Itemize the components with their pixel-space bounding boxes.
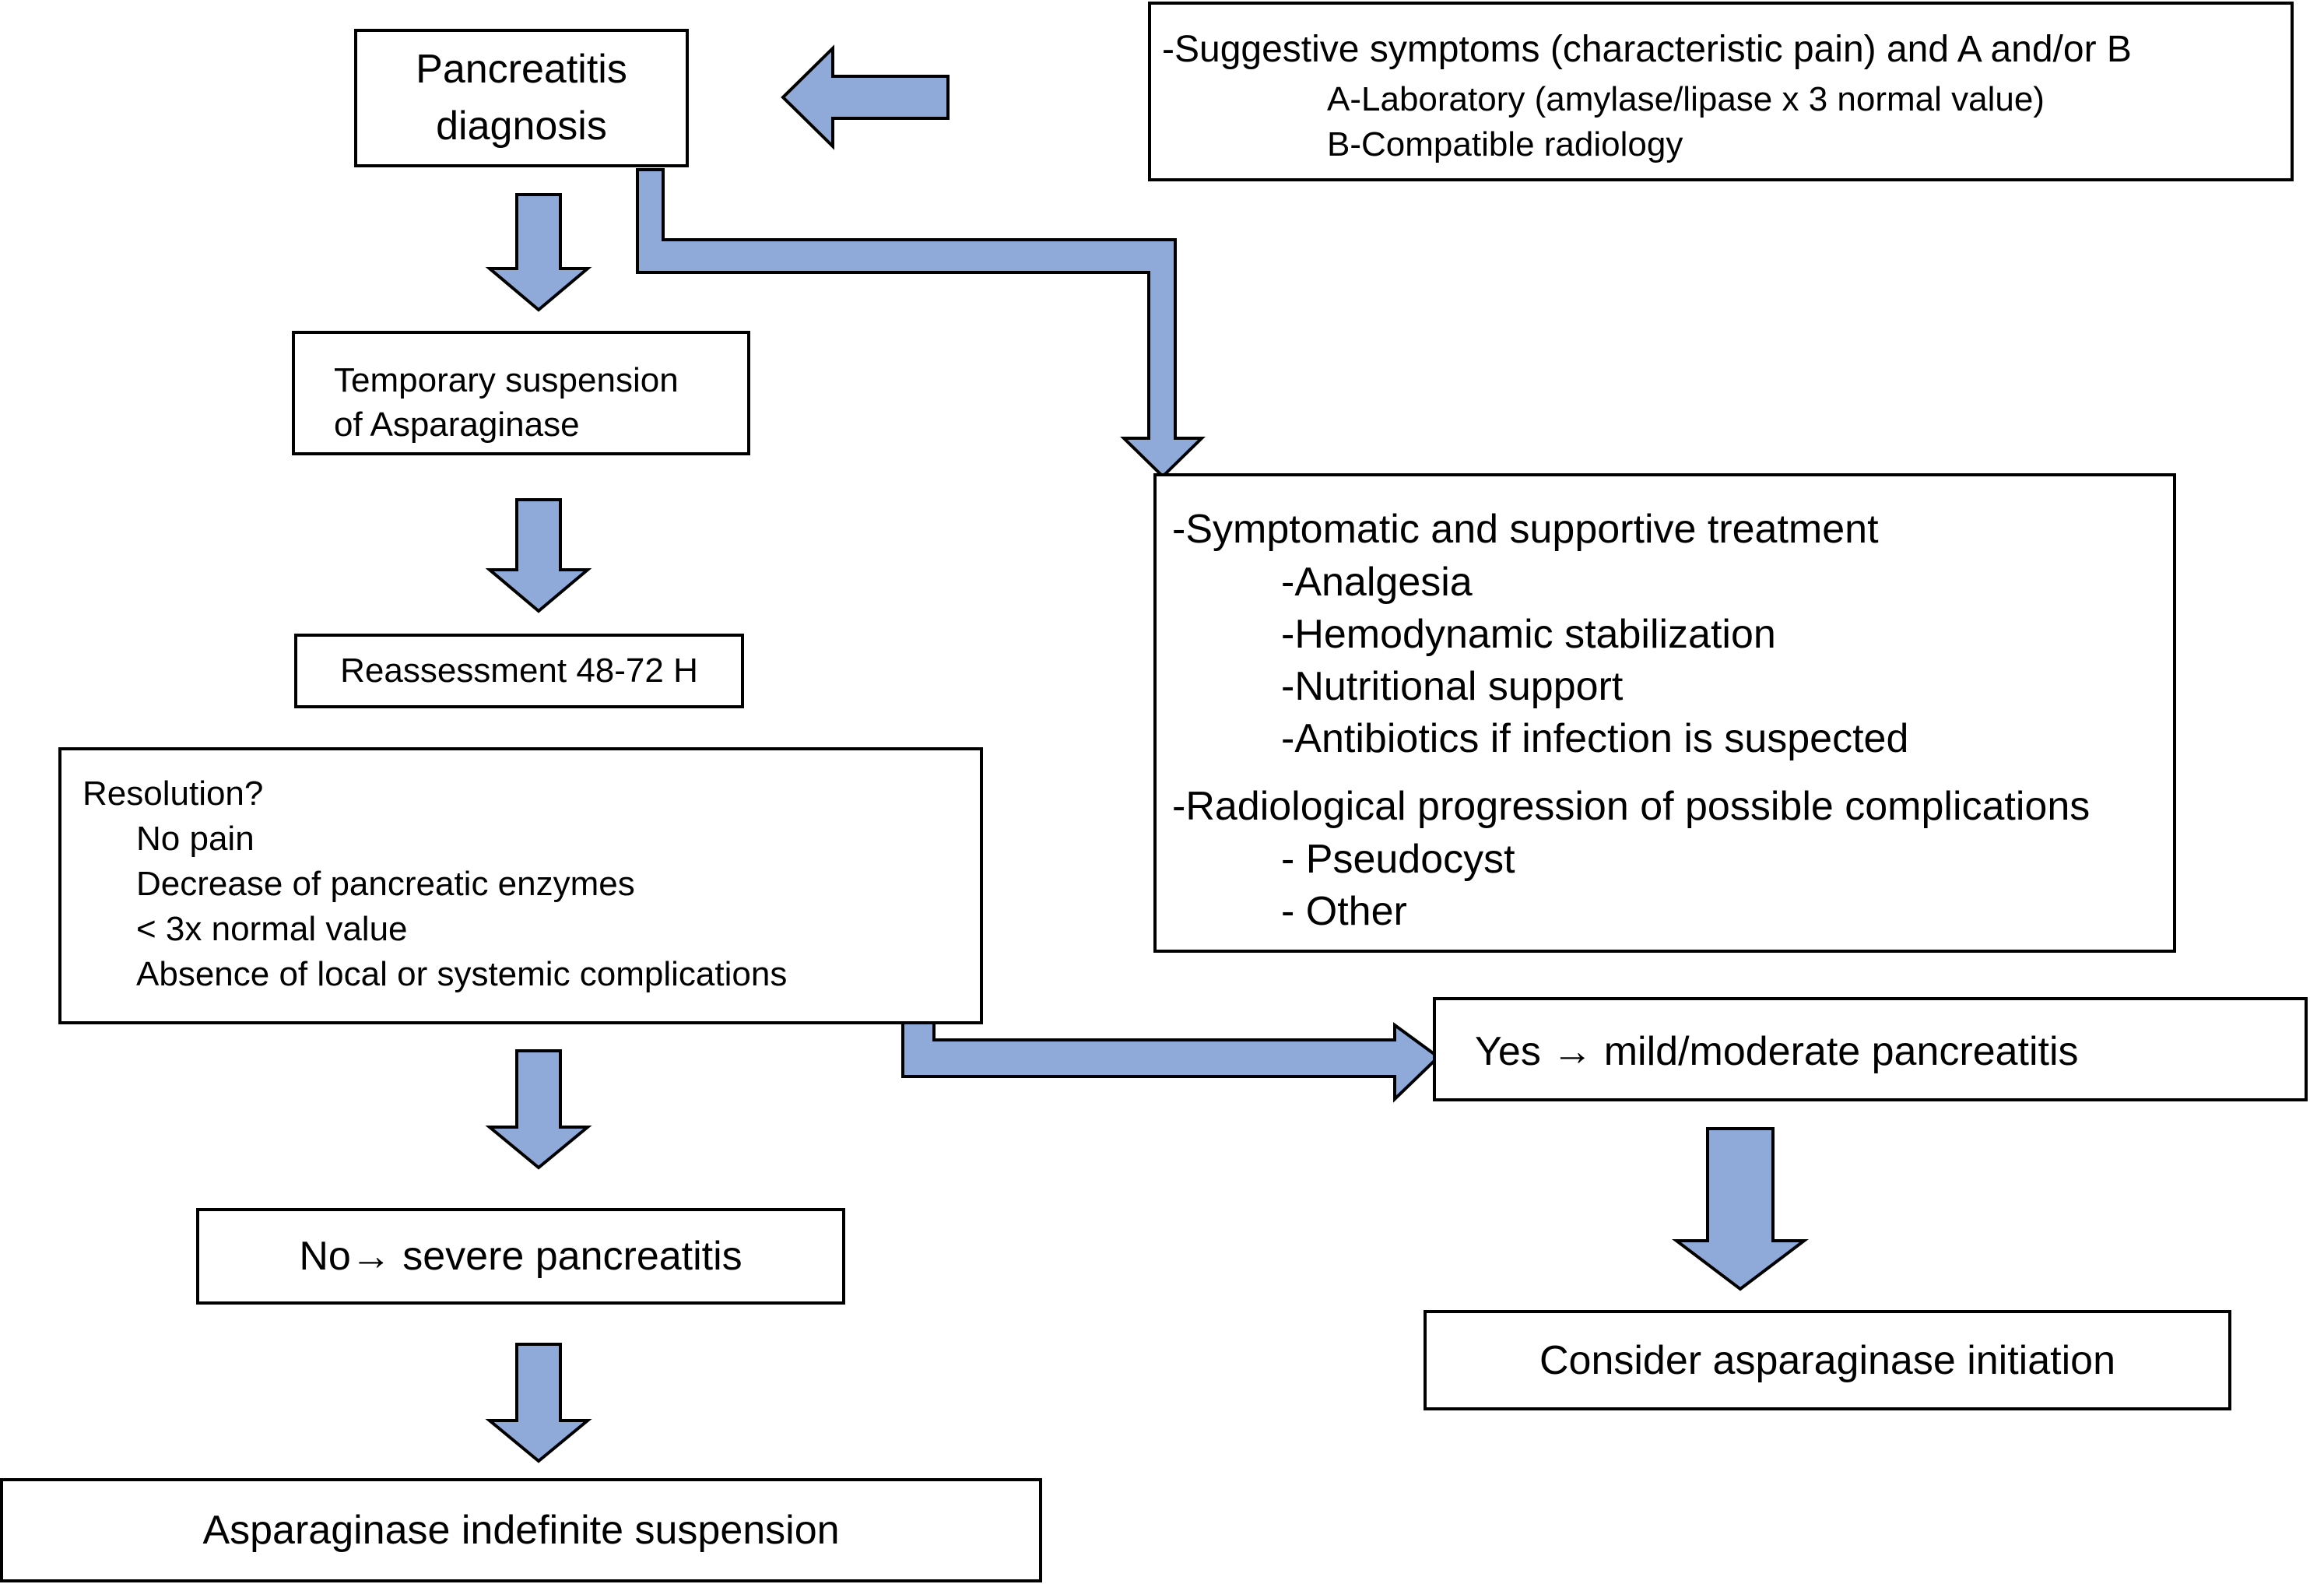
arrow-criteria-to-diagnosis [781, 44, 950, 150]
diagnosis-line-1: Pancreatitis [416, 47, 627, 93]
suspension-line-1: Temporary suspension [334, 361, 679, 399]
arrow-diagnosis-to-treatment [636, 168, 1206, 479]
treatment-item: -Nutritional support [1281, 664, 1624, 709]
arrow-resolution-to-yes [901, 1020, 1441, 1103]
arrow-no-to-final [485, 1343, 592, 1463]
treatment-box: -Symptomatic and supportive treatment -A… [1153, 473, 2176, 953]
treatment-item: -Antibiotics if infection is suspected [1281, 716, 1909, 761]
final-yes-label: Consider asparaginase initiation [1539, 1337, 2115, 1383]
final-no-label: Asparaginase indefinite suspension [202, 1508, 840, 1553]
treatment-item: -Analgesia [1281, 560, 1473, 605]
arrow-resolution-to-no [485, 1049, 592, 1170]
resolution-box: Resolution? No pain Decrease of pancreat… [58, 747, 983, 1024]
criteria-item-a: A-Laboratory (amylase/lipase x 3 normal … [1327, 80, 2045, 118]
reassessment-label: Reassessment 48-72 H [340, 652, 698, 690]
resolution-item: Decrease of pancreatic enzymes [136, 865, 635, 903]
suspension-line-2: of Asparaginase [334, 406, 580, 444]
resolution-item: Absence of local or systemic complicatio… [136, 955, 788, 993]
resolution-item: < 3x normal value [136, 910, 408, 948]
outcome-yes-label: Yes → mild/moderate pancreatitis [1475, 1029, 2079, 1074]
diagnosis-box: Pancreatitis diagnosis [354, 29, 689, 167]
resolution-heading: Resolution? [82, 774, 264, 813]
reassessment-box: Reassessment 48-72 H [294, 634, 744, 708]
criteria-item-b: B-Compatible radiology [1327, 125, 1683, 163]
outcome-no-label: No→ severe pancreatitis [299, 1234, 742, 1279]
treatment-item: -Hemodynamic stabilization [1281, 612, 1776, 657]
arrow-diagnosis-to-suspension [485, 193, 592, 312]
final-no-box: Asparaginase indefinite suspension [0, 1478, 1042, 1582]
arrow-suspension-to-reassessment [485, 498, 592, 613]
radiology-heading: -Radiological progression of possible co… [1172, 784, 2091, 829]
criteria-box: -Suggestive symptoms (characteristic pai… [1148, 2, 2294, 181]
radiology-item: - Other [1281, 889, 1407, 934]
suspension-box: Temporary suspension of Asparaginase [292, 331, 750, 455]
final-yes-box: Consider asparaginase initiation [1424, 1310, 2231, 1410]
arrow-yes-to-final [1672, 1127, 1809, 1291]
radiology-item: - Pseudocyst [1281, 837, 1515, 882]
treatment-heading: -Symptomatic and supportive treatment [1172, 507, 1879, 552]
criteria-heading: -Suggestive symptoms (characteristic pai… [1162, 29, 2132, 70]
outcome-no-box: No→ severe pancreatitis [196, 1208, 845, 1305]
outcome-yes-box: Yes → mild/moderate pancreatitis [1433, 997, 2308, 1101]
diagnosis-line-2: diagnosis [436, 104, 607, 149]
resolution-item: No pain [136, 820, 255, 858]
